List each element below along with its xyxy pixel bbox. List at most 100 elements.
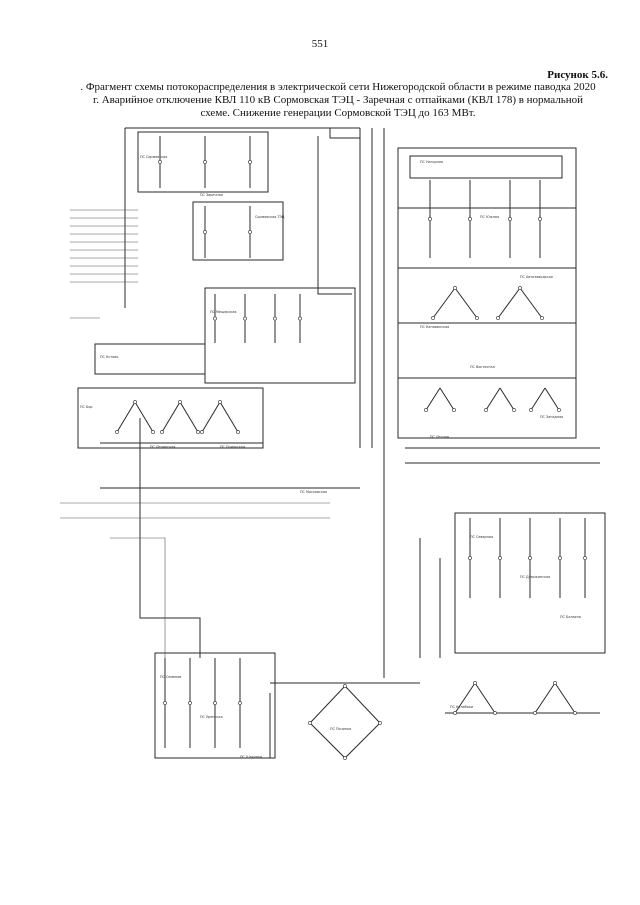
switch-node	[213, 316, 217, 321]
schematic-nodes	[115, 160, 587, 760]
ring-feeders	[269, 682, 420, 758]
node-label: ПС Западная	[540, 415, 563, 419]
trunk-right-b	[329, 128, 360, 139]
switch-node	[431, 316, 435, 320]
switch-node	[218, 400, 222, 404]
bus-long-thin	[60, 502, 330, 519]
switch-node	[533, 711, 537, 715]
switch-node	[453, 286, 457, 290]
switch-node	[583, 556, 587, 560]
node-label: ПС Семенов	[160, 675, 181, 679]
switch-node	[238, 701, 242, 705]
switch-node	[343, 684, 347, 688]
switch-node	[236, 430, 240, 434]
bus-block-c	[204, 287, 356, 384]
transformer-branch	[432, 287, 478, 319]
switch-node	[160, 430, 164, 434]
transformer-branch	[497, 287, 543, 319]
switch-node	[540, 316, 544, 320]
switch-node	[573, 711, 577, 715]
node-label: ПС Северная	[470, 535, 493, 539]
switch-node	[538, 217, 542, 221]
switch-node	[243, 316, 247, 321]
transformer-branch	[485, 387, 515, 411]
transformer-branch	[425, 387, 455, 411]
node-label: ПС Балахна	[560, 615, 581, 619]
node-label: ПС Автозаводская	[520, 275, 553, 279]
switch-node	[558, 556, 562, 560]
switch-node	[496, 316, 500, 320]
switch-node	[493, 711, 497, 715]
switch-node	[203, 160, 207, 164]
switch-node	[468, 556, 472, 560]
node-label: ПС Восточная	[470, 365, 495, 369]
transformer-branch	[530, 387, 560, 411]
switch-node	[484, 408, 488, 412]
node-label: ПС Заречная	[200, 193, 223, 197]
node-label: ПС Канавинская	[420, 325, 449, 329]
node-label: Сормовская ТЭЦ	[255, 215, 285, 219]
schematic-thin-lines	[60, 209, 330, 658]
switch-node	[298, 316, 302, 321]
switch-node	[178, 400, 182, 404]
bus-block-lower-left	[154, 652, 276, 759]
trunk-vertical	[359, 128, 385, 678]
switch-node	[151, 430, 155, 434]
bus-block-d	[94, 343, 206, 375]
node-label: ПС Бор	[80, 405, 93, 409]
switch-node	[528, 556, 532, 560]
switch-node	[453, 711, 457, 715]
transformer-branch	[201, 401, 239, 433]
switch-node	[133, 400, 137, 404]
switch-node	[213, 701, 217, 705]
switch-node	[473, 681, 477, 685]
bus-long	[100, 447, 600, 489]
transformer-branch	[116, 401, 154, 433]
trunk-lr	[419, 538, 441, 658]
switch-node	[475, 316, 479, 320]
trunk-right-a	[317, 136, 352, 295]
node-label: ПС Мещерская	[210, 310, 236, 314]
switch-node	[188, 701, 192, 705]
switch-node	[553, 681, 557, 685]
bus-block-a	[137, 131, 269, 193]
node-label: ПС Уренская	[200, 715, 223, 719]
switch-node	[273, 316, 277, 321]
transformer-branch	[454, 682, 496, 714]
switch-node	[196, 430, 200, 434]
node-label: ПС Кстово	[100, 355, 118, 359]
node-label: ПС Ленинская	[150, 445, 175, 449]
node-label: ПС Лесная	[430, 435, 449, 439]
node-label: ПС Дзержинская	[520, 575, 550, 579]
transformer-branch	[161, 401, 199, 433]
switch-node	[452, 408, 456, 412]
switch-node	[424, 408, 428, 412]
bus-header	[409, 155, 563, 179]
node-label: ПС Починки	[330, 727, 351, 731]
switch-node	[115, 430, 119, 434]
switch-node	[512, 408, 516, 412]
schematic-lines	[77, 127, 606, 759]
page-number: 551	[311, 38, 329, 50]
node-label: ПС Шахунья	[240, 755, 262, 759]
bus-block-b	[192, 201, 284, 261]
trunk-ll-thin	[110, 537, 166, 658]
switch-node	[498, 556, 502, 560]
node-label: ПС Московская	[300, 490, 327, 494]
switch-node	[163, 701, 167, 705]
bus-horizontal	[398, 207, 576, 379]
switch-node	[248, 160, 252, 164]
node-label: ПС Кулебаки	[450, 705, 473, 709]
switch-node	[158, 160, 162, 164]
node-label: ПС Сормовская	[140, 155, 167, 159]
switch-node	[428, 217, 432, 221]
switch-node	[557, 408, 561, 412]
bus-block-right	[397, 147, 577, 439]
switch-node	[508, 217, 512, 221]
transformer-branch	[534, 682, 576, 714]
figure-label: Рисунок 5.6.	[547, 69, 608, 81]
figure-caption: . Фрагмент схемы потокораспределения в э…	[80, 81, 596, 119]
switch-node	[529, 408, 533, 412]
